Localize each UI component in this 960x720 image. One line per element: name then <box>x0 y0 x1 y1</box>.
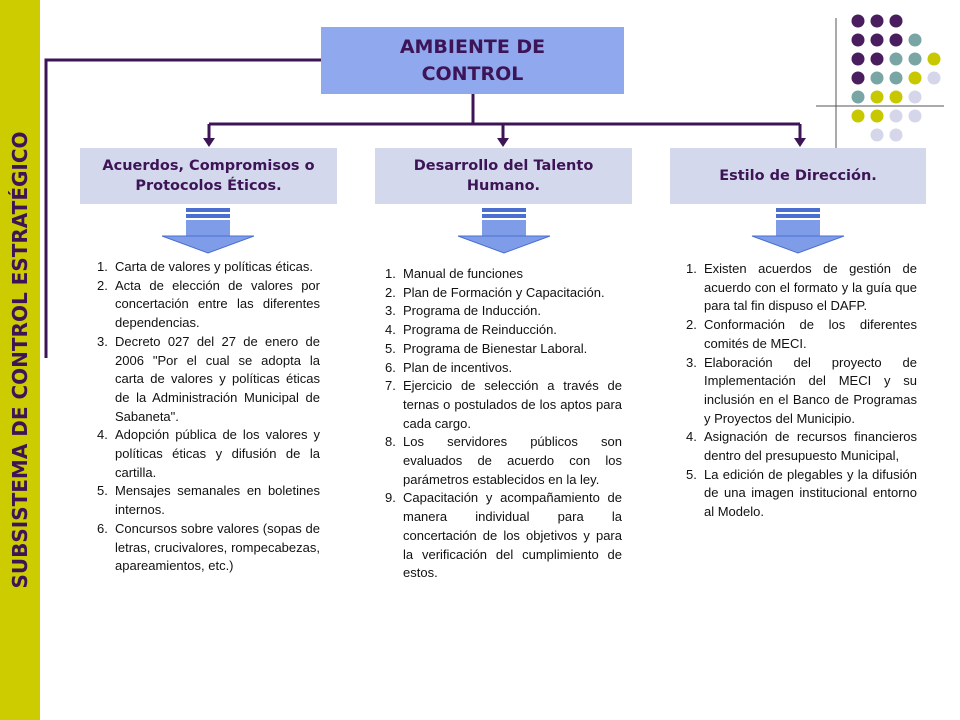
decorative-dot <box>927 52 941 66</box>
decorative-dot <box>908 90 922 104</box>
decorative-dot <box>851 33 865 47</box>
decorative-dot <box>870 14 884 28</box>
list-item: 3.Elaboración del proyecto de Implementa… <box>686 354 917 426</box>
decorative-dot <box>908 33 922 47</box>
list-acuerdos: 1.Carta de valores y políticas éticas. 2… <box>97 258 320 576</box>
decorative-dot <box>851 109 865 123</box>
list-item: 4.Adopción pública de los valores y polí… <box>97 427 320 480</box>
decorative-dot <box>908 52 922 66</box>
decorative-dot <box>870 128 884 142</box>
list-item: 2.Acta de elección de valores por concer… <box>97 277 320 331</box>
decorative-dot <box>889 33 903 47</box>
decorative-dot <box>870 52 884 66</box>
box-talento-title: Desarrollo del Talento Humano. <box>413 158 594 194</box>
decorative-dot <box>889 71 903 85</box>
list-item: 2.Conformación de los diferentes comités… <box>686 317 917 351</box>
decorative-dot <box>908 71 922 85</box>
list-item: 3.Decreto 027 del 27 de enero de 2006 "P… <box>97 333 320 424</box>
down-arrow-icon <box>457 208 551 254</box>
list-item: 3.Programa de Inducción. <box>385 303 542 319</box>
main-box-ambiente-de-control: AMBIENTE DE CONTROL <box>321 27 624 94</box>
list-item: 4.Programa de Reinducción. <box>385 322 557 338</box>
list-item: 6.Plan de incentivos. <box>385 359 513 375</box>
box-acuerdos-title: Acuerdos, Compromisos o Protocolos Ético… <box>102 158 315 194</box>
decorative-dot <box>851 71 865 85</box>
decorative-dot <box>889 14 903 28</box>
box-acuerdos: Acuerdos, Compromisos o Protocolos Ético… <box>80 148 337 204</box>
list-item: 7.Ejercicio de selección a través de ter… <box>385 378 622 431</box>
decorative-dot <box>889 109 903 123</box>
decorative-dot <box>889 90 903 104</box>
main-title-line2: CONTROL <box>421 62 524 85</box>
list-item: 2.Plan de Formación y Capacitación. <box>385 284 605 300</box>
box-estilo-direccion: Estilo de Dirección. <box>670 148 926 204</box>
down-arrow-icon <box>161 208 255 254</box>
box-talento-humano: Desarrollo del Talento Humano. <box>375 148 632 204</box>
decorative-dot <box>851 90 865 104</box>
main-title-line1: AMBIENTE DE <box>399 35 546 58</box>
list-item: 5.Programa de Bienestar Laboral. <box>385 340 588 356</box>
decorative-dot <box>927 71 941 85</box>
decorative-dot <box>851 14 865 28</box>
list-item: 1.Existen acuerdos de gestión de acuerdo… <box>686 261 917 314</box>
decorative-dot <box>870 109 884 123</box>
list-item: 8.Los servidores públicos son evaluados … <box>385 434 622 487</box>
list-item: 5.La edición de plegables y la difusión … <box>686 466 917 520</box>
list-item: 6.Concursos sobre valores (sopas de letr… <box>97 520 320 574</box>
list-talento-humano: 1.Manual de funciones 2.Plan de Formació… <box>385 265 622 583</box>
decorative-dot <box>908 109 922 123</box>
list-item: 5.Mensajes semanales en boletines intern… <box>97 483 320 518</box>
down-arrow-icon <box>751 208 845 254</box>
decorative-dot <box>870 33 884 47</box>
list-item: 4.Asignación de recursos financieros den… <box>686 429 917 464</box>
list-item: 9.Capacitación y acompañamiento de maner… <box>385 490 622 581</box>
decorative-dot <box>870 71 884 85</box>
list-item: 1.Carta de valores y políticas éticas. <box>97 259 313 274</box>
decorative-dot <box>889 52 903 66</box>
sidebar-band: SUBSISTEMA DE CONTROL ESTRATÉGICO <box>0 0 40 720</box>
box-estilo-title: Estilo de Dirección. <box>719 168 877 184</box>
list-item: 1.Manual de funciones <box>385 266 523 281</box>
list-estilo-direccion: 1.Existen acuerdos de gestión de acuerdo… <box>686 260 917 522</box>
decorative-dot <box>870 90 884 104</box>
decorative-dot <box>851 52 865 66</box>
decorative-dot <box>889 128 903 142</box>
